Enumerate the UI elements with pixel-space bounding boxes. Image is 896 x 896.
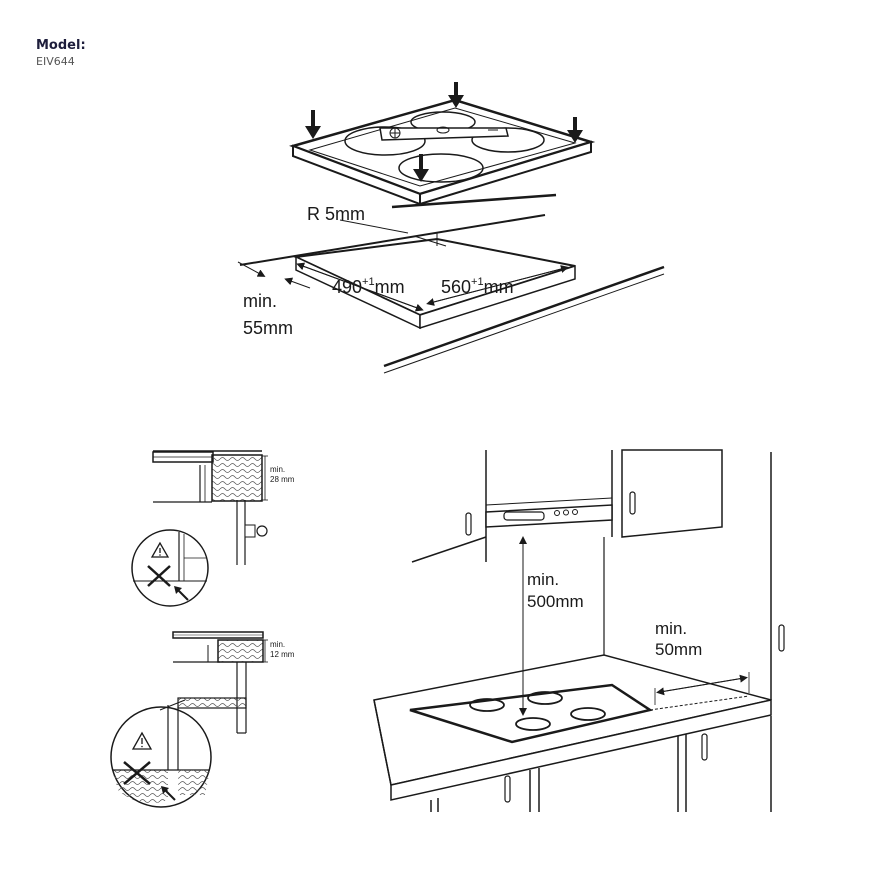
model-label: Model:	[36, 38, 86, 53]
depth-dimension: 490+1mm	[332, 276, 405, 297]
detail-upper-section	[152, 450, 268, 565]
hood-clearance-line1: min.	[527, 570, 559, 589]
depth-tolerance: +1	[362, 276, 375, 288]
width-dimension: 560+1mm	[441, 276, 514, 297]
min-distance-line2: 55mm	[243, 318, 293, 338]
min-distance-line1: min.	[243, 291, 277, 311]
hood-clearance-line2: 500mm	[527, 592, 584, 611]
pointer-arrow-icon	[174, 586, 189, 601]
detail-lower-label2: 12 mm	[270, 650, 295, 659]
detail-upper-label1: min.	[270, 465, 285, 474]
width-value: 560	[441, 277, 471, 297]
down-arrow-icon	[305, 110, 321, 139]
kitchen-scene	[373, 449, 785, 812]
detail-lower-warning-circle	[110, 699, 212, 808]
depth-unit: mm	[375, 277, 405, 297]
hob-top-view	[289, 98, 596, 206]
worktop-cutout	[237, 193, 665, 374]
down-arrow-icon	[448, 82, 464, 108]
detail-lower-label1: min.	[270, 640, 285, 649]
detail-upper-label2: 28 mm	[270, 475, 295, 484]
down-arrow-icon	[413, 154, 429, 182]
model-info: Model: EIV644	[36, 38, 86, 68]
side-clearance-line1: min.	[655, 619, 687, 638]
warning-triangle-icon	[131, 731, 153, 750]
warning-triangle-icon	[150, 541, 170, 558]
depth-value: 490	[332, 277, 362, 297]
down-arrow-icon	[567, 117, 583, 143]
model-value: EIV644	[36, 55, 75, 68]
width-tolerance: +1	[471, 276, 484, 288]
width-unit: mm	[484, 277, 514, 297]
cross-icon	[147, 565, 171, 587]
detail-upper-warning-circle	[131, 529, 209, 607]
pointer-arrow-icon	[161, 786, 176, 801]
cross-icon	[123, 761, 151, 785]
side-clearance-line2: 50mm	[655, 640, 702, 659]
radius-label: R 5mm	[307, 204, 365, 224]
